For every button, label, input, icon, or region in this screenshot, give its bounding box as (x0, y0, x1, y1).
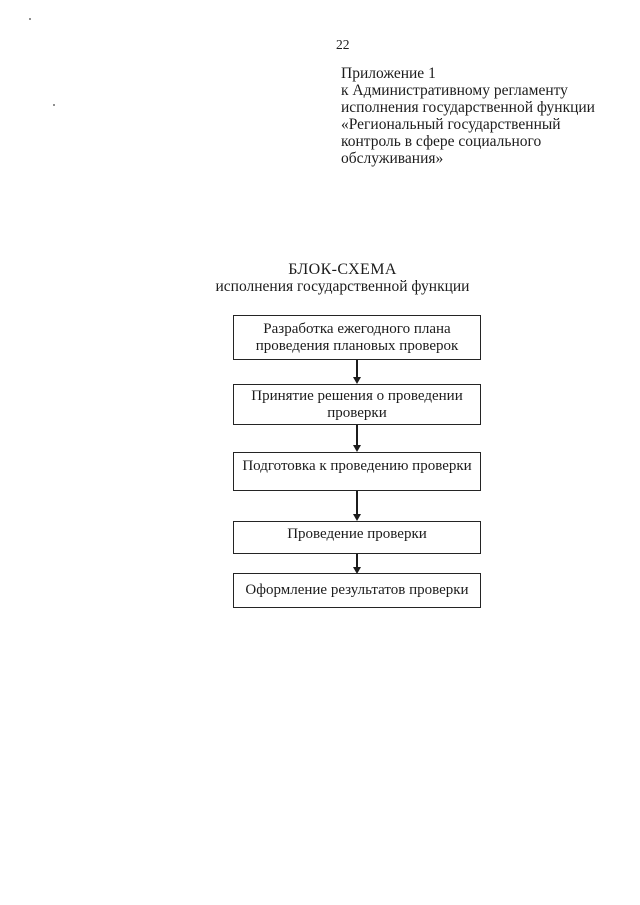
arrow-down-connector (353, 425, 361, 452)
block-label-line: Принятие решения о проведении (251, 387, 463, 404)
arrow-down-connector (353, 491, 361, 521)
block-annual-plan-development: Разработка ежегодного плана проведения п… (233, 315, 481, 360)
appendix-line: контроль в сфере социального (341, 133, 542, 150)
block-inspection-results: Оформление результатов проверки (233, 573, 481, 608)
appendix-line: Приложение 1 (341, 65, 436, 82)
page-number: 22 (336, 37, 350, 52)
flowchart-title-line2: исполнения государственной функции (215, 278, 470, 295)
block-inspection-decision: Принятие решения о проведении проверки (233, 384, 481, 425)
arrow-down-connector (353, 360, 361, 384)
appendix-line: исполнения государственной функции (341, 99, 595, 116)
flowchart-title: БЛОК-СХЕМА исполнения государственной фу… (180, 261, 505, 295)
block-label-line: Подготовка к проведению проверки (242, 458, 472, 474)
block-label-line: Оформление результатов проверки (245, 582, 469, 598)
appendix-line: обслуживания» (341, 150, 444, 167)
appendix-reference: Приложение 1 к Административному регламе… (341, 65, 603, 167)
arrow-down-connector (353, 554, 361, 574)
appendix-line: к Административному регламенту (341, 82, 568, 99)
block-label-line: проверки (327, 404, 387, 421)
block-label-line: Разработка ежегодного плана (263, 320, 451, 337)
scan-speck (29, 18, 31, 20)
block-inspection-conduct: Проведение проверки (233, 521, 481, 554)
block-label-line: Проведение проверки (287, 526, 427, 542)
block-inspection-preparation: Подготовка к проведению проверки (233, 452, 481, 491)
appendix-line: «Региональный государственный (341, 116, 561, 133)
flowchart-title-line1: БЛОК-СХЕМА (288, 261, 397, 278)
block-label-line: проведения плановых проверок (255, 337, 459, 354)
scan-speck (53, 104, 55, 106)
